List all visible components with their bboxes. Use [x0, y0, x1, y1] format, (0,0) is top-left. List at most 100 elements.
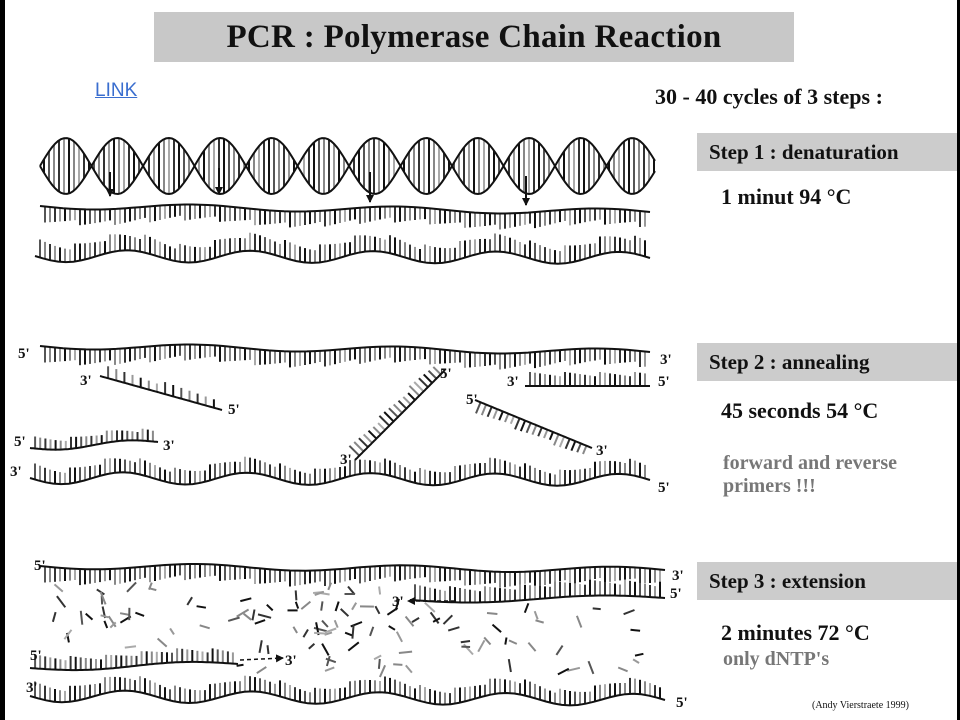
- nucleotide-rung: [372, 426, 382, 436]
- dntp-mark: [314, 631, 327, 635]
- nucleotide-rung: [570, 440, 577, 451]
- dntp-mark: [308, 642, 316, 650]
- nucleotide-rung: [383, 411, 395, 423]
- strand-backbone: [29, 471, 651, 487]
- nucleotide-rung: [475, 401, 482, 414]
- five-prime-label: 5': [30, 648, 42, 664]
- nucleotide-rung: [509, 415, 515, 425]
- dntp-mark: [527, 641, 537, 652]
- step2-label: Step 2 : annealing: [709, 349, 870, 374]
- dntp-mark: [294, 601, 300, 609]
- dntp-mark: [107, 615, 117, 628]
- dntp-mark: [377, 658, 381, 669]
- dntp-mark: [236, 608, 250, 618]
- nucleotide-rung: [348, 445, 361, 457]
- step3-note-line-1: only dNTP's: [723, 648, 830, 670]
- dntp-mark: [257, 613, 272, 619]
- dntp-mark: [386, 607, 399, 616]
- nucleotide-rung: [558, 436, 566, 448]
- step2-note: forward and reverse primers !!!: [723, 452, 897, 498]
- strand-backbone: [354, 369, 446, 461]
- extension-arrow: [239, 654, 284, 663]
- nucleotide-rung: [378, 415, 391, 427]
- dntp-mark: [56, 595, 67, 608]
- dntp-mark: [374, 605, 381, 615]
- nucleotide-rung: [418, 377, 429, 388]
- double-helix: [39, 136, 656, 196]
- dntp-mark: [325, 657, 337, 664]
- nucleotide-rung: [358, 437, 369, 448]
- dntp-mark: [325, 655, 331, 667]
- dntp-mark: [327, 582, 333, 591]
- dntp-mark: [53, 583, 64, 593]
- step2-box: Step 2 : annealing: [697, 343, 957, 381]
- step2-note-line-1: forward and reverse: [723, 452, 898, 474]
- dntp-mark: [148, 582, 153, 590]
- dntp-mark: [477, 639, 486, 653]
- five-prime-label: 5': [18, 346, 30, 362]
- nucleotide-rung: [531, 424, 538, 435]
- nucleotide-rung: [486, 406, 493, 418]
- three-prime-label: 3': [285, 653, 297, 669]
- helix-strand-a: [39, 136, 656, 196]
- three-prime-label: 3': [80, 373, 92, 389]
- dntp-mark: [320, 601, 324, 611]
- dntp-mark: [567, 666, 581, 672]
- step2-note-line-2: primers !!!: [723, 475, 816, 497]
- dntp-mark: [256, 666, 267, 675]
- five-prime-label: 5': [228, 402, 240, 418]
- nucleotide-rung: [553, 433, 560, 446]
- strand-backbone: [409, 594, 666, 604]
- nucleotide-rung: [543, 429, 549, 439]
- five-prime-label: 5': [34, 558, 46, 574]
- dntp-mark: [124, 645, 137, 649]
- dntp-mark: [347, 641, 360, 652]
- strand-backbone: [29, 660, 239, 672]
- three-prime-label: 3': [507, 374, 519, 390]
- dntp-mark: [196, 605, 207, 609]
- extending-strand-bottom: [29, 648, 239, 672]
- step1-box: Step 1 : denaturation: [697, 133, 957, 171]
- nucleotide-rung: [367, 429, 378, 440]
- left-border: [0, 0, 5, 720]
- dntp-mark: [79, 610, 84, 625]
- five-prime-label: 5': [466, 392, 478, 408]
- dntp-mark: [302, 628, 309, 638]
- dntp-mark: [63, 629, 73, 640]
- template-strand-bottom: [29, 456, 651, 487]
- nucleotide-rung: [514, 417, 521, 430]
- dntp-mark: [373, 654, 382, 661]
- nucleotide-rung: [498, 411, 504, 421]
- three-prime-label: 3': [163, 438, 175, 454]
- nucleotide-rung: [422, 373, 433, 384]
- loose-strand-left: [99, 366, 223, 411]
- cycles-text: 30 - 40 cycles of 3 steps :: [655, 84, 883, 109]
- dntp-mark: [398, 650, 413, 654]
- dntp-mark: [254, 619, 266, 625]
- right-border: [957, 0, 960, 720]
- dntp-mark: [100, 614, 109, 619]
- dntp-mark: [504, 637, 508, 645]
- link-anchor[interactable]: LINK: [95, 80, 138, 101]
- dntp-mark: [507, 658, 512, 673]
- nucleotide-rung: [392, 403, 403, 414]
- extension-template-top: [39, 563, 666, 588]
- step3-label: Step 3 : extension: [709, 568, 866, 593]
- partial-strand-left: [29, 428, 159, 451]
- strand-backbone: [29, 439, 159, 451]
- dntp-mark: [411, 617, 420, 623]
- three-prime-label: 3': [660, 352, 672, 368]
- dntp-mark: [393, 663, 403, 666]
- nucleotide-rung: [427, 369, 438, 380]
- helix-strand-b: [39, 136, 656, 196]
- dntp-mark: [103, 620, 109, 629]
- dntp-mark: [199, 624, 210, 630]
- nucleotide-rung: [492, 408, 499, 419]
- dntp-mark: [429, 611, 440, 624]
- free-nucleotides: [51, 581, 644, 678]
- dntp-mark: [314, 590, 324, 596]
- five-prime-label: 5': [658, 374, 670, 390]
- dntp-mark: [432, 617, 441, 623]
- dntp-mark: [324, 666, 335, 672]
- nucleotide-rung: [388, 407, 399, 418]
